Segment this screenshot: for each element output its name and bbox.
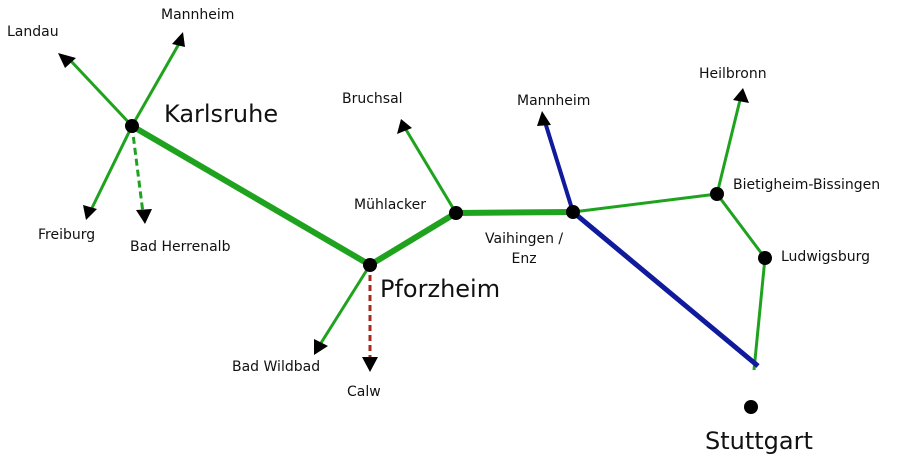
- label-landau: Landau: [7, 24, 59, 40]
- label-bruchsal: Bruchsal: [342, 91, 403, 107]
- arrow-calw-icon: [362, 357, 378, 372]
- label-calw: Calw: [347, 384, 381, 400]
- line-ludwigsburg-stuttgart: [752, 257, 767, 371]
- arrow-freiburg-icon: [83, 205, 97, 220]
- station-bietigheim: [710, 187, 724, 201]
- line-bietigheim-ludwigsburg: [715, 193, 767, 259]
- station-ludwigsburg: [758, 251, 772, 265]
- station-karlsruhe: [125, 119, 139, 133]
- line-muehlacker-bruchsal: [403, 127, 458, 214]
- line-bietigheim-heilbronn: [715, 99, 742, 195]
- label-karlsruhe: Karlsruhe: [164, 100, 279, 128]
- label-bad-herrenalb: Bad Herrenalb: [130, 239, 231, 255]
- arrow-heilbronn-icon: [733, 88, 749, 103]
- line-vaihingen-mannheim: [543, 121, 575, 213]
- label-heilbronn: Heilbronn: [699, 66, 767, 82]
- arrow-mannheim-vaihingen-icon: [537, 111, 551, 126]
- line-vaihingen-bietigheim: [572, 192, 718, 214]
- line-pforzheim-bad-wildbad: [319, 264, 372, 344]
- line-karlsruhe-freiburg: [89, 125, 134, 211]
- arrow-bruchsal-icon: [397, 119, 412, 134]
- label-freiburg: Freiburg: [38, 227, 96, 243]
- arrow-landau-icon: [58, 53, 76, 68]
- label-bad-wildbad: Bad Wildbad: [232, 359, 321, 375]
- arrow-bad-herrenalb-icon: [136, 209, 152, 224]
- label-vaihingen: Vaihingen / Enz: [485, 231, 564, 267]
- label-muehlacker: Mühlacker: [354, 197, 426, 213]
- line-karlsruhe-pforzheim: [130, 123, 372, 268]
- label-mannheim-vaihingen: Mannheim: [517, 93, 591, 109]
- station-vaihingen: [566, 205, 580, 219]
- station-pforzheim: [363, 258, 377, 272]
- label-mannheim-north: Mannheim: [161, 7, 235, 23]
- line-karlsruhe-bad-herrenalb: [130, 125, 145, 214]
- arrow-bad-wildbad-icon: [314, 339, 328, 355]
- line-muehlacker-vaihingen: [455, 209, 574, 216]
- label-bietigheim: Bietigheim-Bissingen: [733, 177, 881, 193]
- label-ludwigsburg: Ludwigsburg: [781, 249, 870, 265]
- line-karlsruhe-landau: [68, 58, 134, 128]
- line-karlsruhe-mannheim: [130, 41, 182, 127]
- line-vaihingen-stuttgart: [571, 210, 760, 368]
- arrow-mannheim-north-icon: [172, 32, 185, 47]
- station-muehlacker: [449, 206, 463, 220]
- station-stuttgart: [744, 400, 758, 414]
- label-pforzheim: Pforzheim: [380, 275, 501, 303]
- label-stuttgart: Stuttgart: [705, 427, 813, 455]
- line-pforzheim-muehlacker: [368, 210, 458, 268]
